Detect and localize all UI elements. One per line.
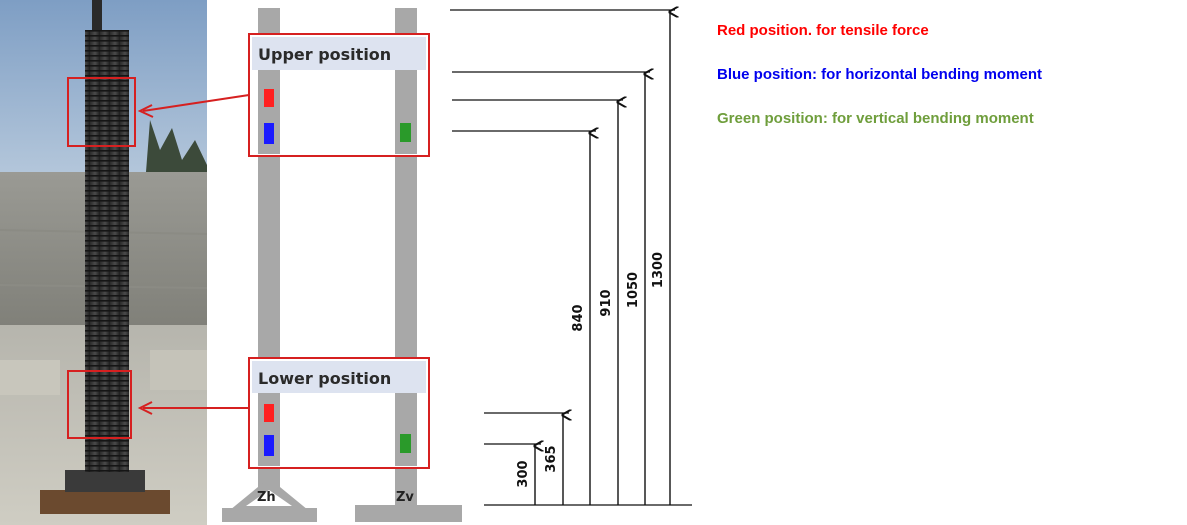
dim-label-365: 365 (544, 445, 559, 472)
dim-label-840: 840 (571, 304, 586, 331)
lower-sensor-green (400, 434, 411, 453)
lower-sensor-red (264, 404, 274, 422)
base-plate (40, 490, 170, 514)
upper-sensor-blue (264, 123, 274, 144)
lower-connector-arrowhead (137, 401, 153, 415)
support-zv (355, 505, 462, 522)
upper-sensor-green (400, 123, 411, 142)
lower-sensor-blue (264, 435, 274, 456)
upper-position-label: Upper position (258, 45, 391, 64)
trees (145, 120, 207, 185)
dim-label-1050: 1050 (626, 272, 641, 308)
upper-connector-arrow (142, 94, 250, 112)
upper-connector-arrowhead (137, 104, 154, 118)
legend-red: Red position. for tensile force (717, 22, 929, 39)
dim-label-910: 910 (599, 289, 614, 316)
ribbed-column (85, 30, 129, 472)
dim-label-300: 300 (516, 460, 531, 487)
legend-blue: Blue position: for horizontal bending mo… (717, 66, 1042, 83)
specimen-photo (0, 0, 207, 525)
support-label-zh: Zh (257, 490, 276, 505)
lower-position-label: Lower position (258, 369, 391, 388)
dim-label-1300: 1300 (651, 252, 666, 288)
legend-green: Green position: for vertical bending mom… (717, 110, 1034, 127)
support-label-zv: Zv (396, 490, 414, 505)
threaded-rod (92, 0, 102, 30)
photo-upper-box (67, 77, 136, 147)
test-setup-schematic: Zh Zv Upper position Lower position (137, 0, 692, 522)
upper-sensor-red (264, 89, 274, 107)
photo-lower-box (67, 370, 132, 439)
